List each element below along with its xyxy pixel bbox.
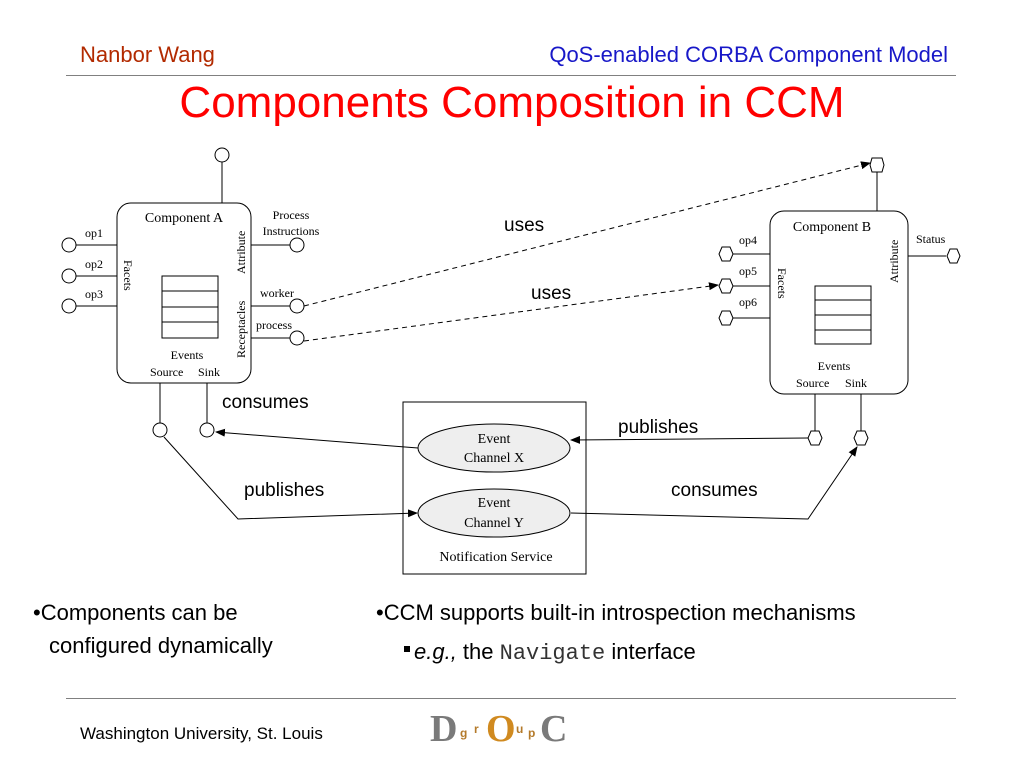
receptacle-worker-port — [289, 298, 305, 314]
facet-op5-label: op5 — [739, 264, 757, 278]
process-instructions-label-1: Process — [273, 208, 310, 222]
footer-rule — [66, 698, 956, 699]
header-rule — [66, 75, 956, 76]
bullet-left-line2: configured dynamically — [49, 633, 273, 658]
publishes-label-b: publishes — [618, 417, 698, 438]
component-a-source-label: Source — [150, 365, 183, 379]
component-a-title: Component A — [145, 211, 224, 226]
component-b-attribute-label: Attribute — [887, 240, 901, 283]
bullet-dot: • — [376, 600, 384, 625]
facet-op3-label: op3 — [85, 287, 103, 301]
event-channel-y — [417, 488, 571, 538]
component-a-receptacles-label: Receptacles — [234, 300, 248, 358]
facet-op6-label: op6 — [739, 295, 757, 309]
logo-letter-d: D — [430, 708, 458, 750]
component-a-events-label: Events — [171, 348, 204, 362]
institution-name: Washington University, St. Louis — [80, 724, 323, 743]
component-b-uses-port — [869, 157, 885, 173]
component-b-title: Component B — [793, 220, 871, 235]
logo-letter-o: O — [486, 708, 516, 750]
component-b-sink-label: Sink — [845, 376, 867, 390]
sub-bullet-end: interface — [605, 639, 696, 664]
author-name: Nanbor Wang — [80, 42, 215, 67]
sub-bullet-right: e.g., the Navigate interface — [404, 638, 696, 668]
slide-title: Components Composition in CCM — [179, 78, 845, 127]
logo-letter-c: C — [540, 708, 568, 750]
facet-op4-port — [718, 246, 734, 262]
sub-bullet-italic: e.g., — [414, 639, 457, 664]
bullet-left-line1: Components can be — [40, 600, 238, 625]
receptacle-worker-label: worker — [260, 286, 294, 300]
publishes-b-to-channel-x — [570, 435, 809, 444]
status-attribute-port — [946, 248, 961, 264]
uses-label-bottom: uses — [531, 283, 571, 304]
component-a-event-source-port — [152, 422, 168, 438]
receptacle-process-label: process — [256, 318, 292, 332]
component-b-event-sink-port — [853, 430, 869, 446]
sub-bullet-square — [404, 646, 410, 653]
event-channel-x-line1: Event — [478, 432, 511, 447]
facet-op4-label: op4 — [739, 233, 757, 247]
event-channel-x-line2: Channel X — [464, 451, 524, 466]
publishes-a-to-channel-y — [163, 436, 418, 520]
facet-op1-label: op1 — [85, 226, 103, 240]
component-b-source-label: Source — [796, 376, 829, 390]
facet-op6-port — [718, 310, 734, 326]
bullet-dot: • — [33, 600, 41, 625]
event-channel-y-line1: Event — [478, 496, 511, 511]
logo-small-p: p — [528, 726, 536, 740]
attribute-port-a — [289, 237, 305, 253]
uses-connection-bottom — [303, 282, 719, 342]
component-b-event-source-port — [807, 430, 823, 446]
navigate-code: Navigate — [499, 641, 606, 666]
uses-connection-top — [303, 161, 871, 307]
logo-small-u: u — [516, 722, 524, 736]
facet-op2-port — [61, 268, 77, 284]
uses-label-top: uses — [504, 215, 544, 236]
logo-small-g: g — [460, 726, 468, 740]
doc-group-logo: D g r O u p C — [430, 708, 570, 752]
receptacle-process-port — [289, 330, 305, 346]
process-instructions-label-2: Instructions — [263, 224, 320, 238]
consumes-channel-x-to-a — [215, 428, 419, 449]
facet-op2-label: op2 — [85, 257, 103, 271]
facet-op3-port — [61, 298, 77, 314]
status-label: Status — [916, 232, 946, 246]
component-a-attribute-label: Attribute — [234, 231, 248, 274]
component-b-facets-label: Facets — [775, 268, 789, 299]
publishes-label-a: publishes — [244, 480, 324, 501]
notification-service-label: Notification Service — [439, 550, 552, 565]
talk-title: QoS-enabled CORBA Component Model — [549, 42, 948, 67]
component-b-events-label: Events — [818, 359, 851, 373]
facet-op1-port — [61, 237, 77, 253]
consumes-label-b: consumes — [671, 480, 758, 501]
bullet-right: •CCM supports built-in introspection mec… — [376, 599, 856, 627]
component-a-event-sink-port — [199, 422, 215, 438]
bullet-right-text: CCM supports built-in introspection mech… — [383, 600, 856, 625]
component-a-reference-port — [214, 147, 230, 163]
bullet-left: •Components can be — [33, 599, 238, 627]
event-channel-y-line2: Channel Y — [464, 516, 524, 531]
consumes-label-a: consumes — [222, 392, 309, 413]
consumes-channel-y-to-b — [570, 446, 858, 520]
logo-small-r: r — [474, 722, 479, 736]
component-a-sink-label: Sink — [198, 365, 220, 379]
facet-op5-port — [718, 278, 734, 294]
sub-bullet-plain: the — [456, 639, 500, 664]
component-a-facets-label: Facets — [121, 260, 135, 291]
